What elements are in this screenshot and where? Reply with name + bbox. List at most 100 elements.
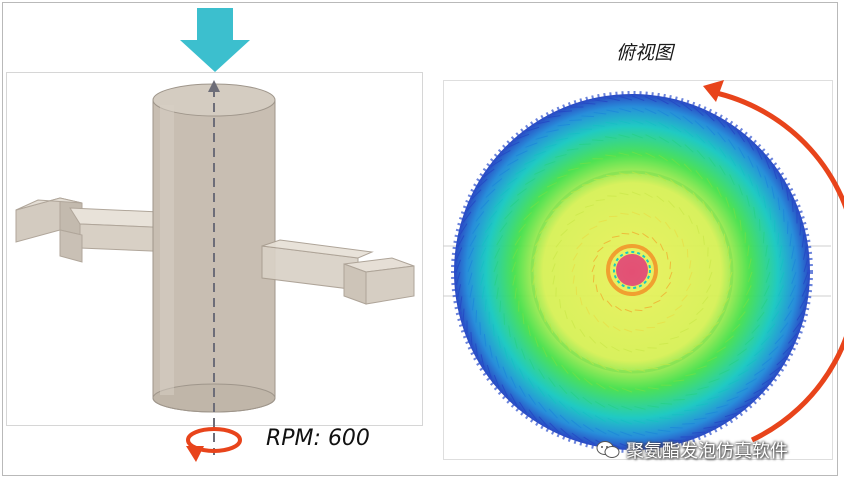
- velocity-vector: [765, 271, 771, 283]
- velocity-vector: [494, 247, 501, 259]
- velocity-vector: [694, 120, 705, 130]
- velocity-vector: [737, 130, 746, 143]
- velocity-vector: [745, 378, 757, 386]
- velocity-vector: [559, 414, 570, 424]
- velocity-vector: [688, 215, 693, 225]
- velocity-vector: [620, 212, 629, 215]
- velocity-vector: [585, 306, 591, 315]
- velocity-vector: [775, 298, 783, 310]
- velocity-vector: [584, 204, 594, 208]
- velocity-vector: [760, 298, 768, 310]
- velocity-vector: [534, 169, 546, 175]
- velocity-vector: [765, 245, 768, 257]
- velocity-vector: [769, 366, 781, 376]
- velocity-vector: [715, 117, 726, 128]
- velocity-vector: [693, 342, 703, 348]
- velocity-vector: [753, 386, 766, 395]
- velocity-vector: [664, 221, 671, 230]
- velocity-vector: [665, 282, 672, 289]
- velocity-vector: [683, 350, 694, 355]
- velocity-vector: [537, 386, 546, 397]
- velocity-vector: [570, 406, 581, 416]
- velocity-vector: [455, 247, 463, 260]
- velocity-vector: [768, 346, 779, 356]
- core-edge: [613, 251, 651, 289]
- velocity-vector: [483, 333, 487, 347]
- velocity-vector: [551, 356, 558, 367]
- velocity-vector: [552, 205, 562, 212]
- velocity-vector: [756, 184, 761, 197]
- velocity-vector: [615, 305, 622, 312]
- velocity-vector: [803, 259, 809, 273]
- velocity-vector: [493, 261, 499, 273]
- rpm-label: RPM: 600: [266, 426, 370, 451]
- velocity-vector: [696, 403, 709, 407]
- velocity-vector: [707, 396, 720, 401]
- velocity-vector: [493, 374, 500, 388]
- velocity-vector: [611, 346, 620, 352]
- velocity-vector: [717, 131, 726, 143]
- velocity-vector: [764, 175, 769, 188]
- velocity-vector: [511, 261, 517, 273]
- velocity-vector: [666, 313, 675, 319]
- velocity-vector: [707, 140, 717, 150]
- velocity-vector: [669, 261, 672, 270]
- velocity-vector: [526, 126, 540, 132]
- velocity-vector: [534, 287, 537, 298]
- velocity-vector: [507, 158, 519, 166]
- velocity-vector: [779, 176, 784, 190]
- velocity-vector: [760, 335, 771, 346]
- velocity-vector: [761, 357, 773, 366]
- velocity-vector: [480, 354, 485, 368]
- velocity-vector: [645, 134, 657, 141]
- velocity-vector: [705, 411, 718, 415]
- velocity-vector: [548, 408, 558, 419]
- velocity-vector: [671, 139, 682, 148]
- velocity-vector: [729, 155, 737, 167]
- velocity-vector: [738, 311, 746, 321]
- velocity-vector: [728, 359, 739, 366]
- velocity-vector: [559, 299, 562, 309]
- velocity-vector: [685, 393, 698, 396]
- velocity-vector: [764, 156, 771, 170]
- velocity-vector: [467, 260, 473, 273]
- velocity-vector: [547, 394, 557, 404]
- velocity-vector: [579, 143, 591, 145]
- velocity-vectors: [455, 95, 809, 449]
- velocity-vector: [605, 136, 617, 139]
- velocity-vector: [581, 233, 590, 240]
- velocity-vector: [647, 367, 658, 370]
- velocity-vector: [572, 252, 578, 261]
- velocity-vector: [530, 201, 540, 209]
- velocity-vector: [591, 264, 596, 273]
- velocity-vector: [681, 294, 688, 302]
- velocity-vector: [472, 222, 480, 234]
- velocity-vector: [579, 297, 583, 306]
- velocity-vector: [538, 416, 549, 427]
- velocity-vector: [633, 419, 646, 424]
- velocity-vector: [556, 333, 562, 343]
- velocity-vector: [521, 348, 526, 360]
- velocity-vector: [572, 275, 575, 284]
- velocity-vector: [598, 219, 607, 223]
- velocity-vector: [517, 188, 527, 196]
- velocity-vector: [657, 321, 666, 325]
- velocity-vector: [605, 154, 617, 157]
- velocity-vector: [803, 271, 809, 285]
- velocity-vector: [555, 154, 567, 158]
- velocity-vector: [688, 318, 697, 325]
- velocity-vector: [791, 246, 795, 259]
- velocity-vector: [555, 239, 562, 248]
- velocity-vector: [631, 231, 640, 236]
- velocity-vector: [656, 97, 669, 105]
- velocity-vector: [747, 245, 750, 257]
- velocity-vector: [658, 154, 669, 162]
- velocity-vector: [561, 196, 571, 202]
- velocity-vector: [583, 436, 595, 445]
- velocity-vector: [679, 328, 689, 333]
- velocity-vector: [621, 387, 633, 393]
- velocity-vector: [537, 191, 548, 198]
- velocity-vector: [635, 348, 645, 352]
- velocity-vector: [739, 164, 746, 176]
- velocity-vector: [654, 216, 662, 223]
